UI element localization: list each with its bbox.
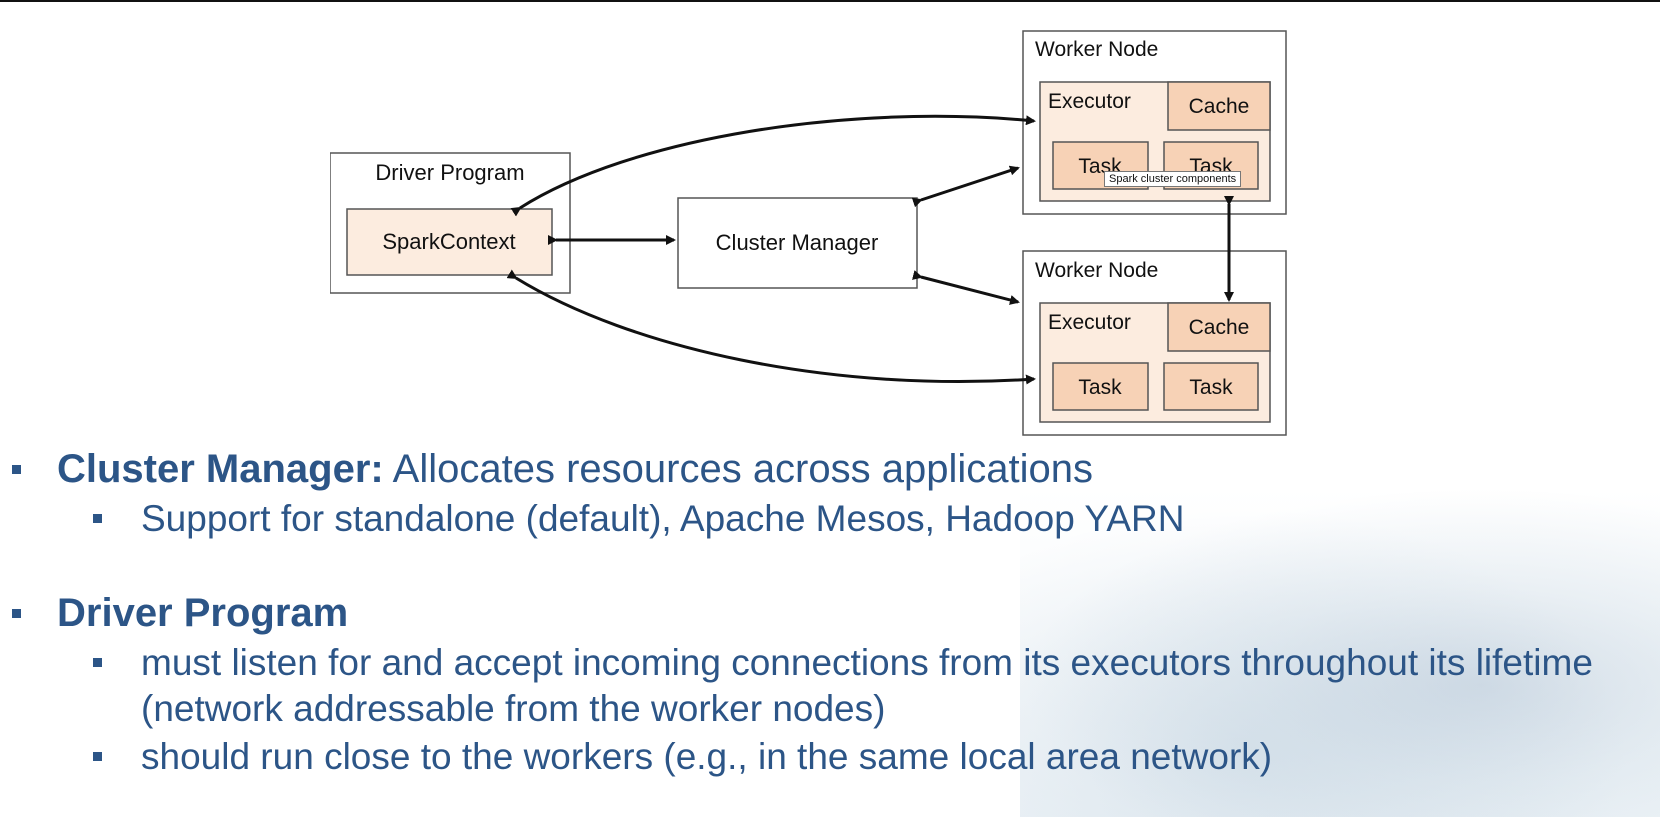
cache-1-label: Cache: [1189, 95, 1250, 118]
bullet-cluster-manager-title: Cluster Manager:: [57, 447, 384, 491]
cluster-manager-box: Cluster Manager: [677, 197, 918, 289]
cluster-manager-label: Cluster Manager: [716, 230, 879, 255]
bullet-driver-program-title: Driver Program: [57, 591, 349, 635]
cache-2-label: Cache: [1189, 316, 1250, 339]
background-photo: [1020, 487, 1660, 817]
arrow-clustermanager-worker1: [911, 165, 1020, 208]
arrow-sparkcontext-worker2: [506, 269, 1036, 385]
diagram-arrows: [506, 114, 1234, 385]
task-2a-label: Task: [1078, 376, 1122, 399]
bullet-cluster-manager-text: Cluster Manager: Allocates resources acr…: [57, 446, 1093, 492]
executor-2-label: Executor: [1048, 311, 1131, 334]
worker-node-2-title: Worker Node: [1035, 259, 1158, 282]
spark-context-box: [346, 208, 553, 276]
worker-node-1: Worker Node Executor Cache Task Task: [1022, 30, 1287, 215]
subbullet-marker: [93, 752, 102, 761]
diagram-tooltip: Spark cluster components: [1104, 171, 1242, 187]
diagram-svg: Driver Program SparkContext Cluster Mana…: [329, 30, 1287, 436]
driver-program-box: Driver Program SparkContext: [329, 152, 571, 294]
arrow-clustermanager-worker2: [912, 270, 1020, 305]
cache-2-box: [1167, 302, 1271, 352]
executor-1-label: Executor: [1048, 90, 1131, 113]
top-rule: [0, 0, 1660, 2]
bullet-marker: [12, 465, 21, 474]
task-2a-box: [1052, 362, 1149, 411]
subbullet-marker: [93, 514, 102, 523]
spark-cluster-diagram: Driver Program SparkContext Cluster Mana…: [329, 18, 1330, 468]
bullet-marker: [12, 609, 21, 618]
task-2b-label: Task: [1189, 376, 1233, 399]
spark-context-label: SparkContext: [382, 229, 515, 254]
driver-program-title: Driver Program: [375, 160, 524, 185]
subbullet-marker: [93, 658, 102, 667]
cache-1-box: [1167, 81, 1271, 131]
bullet-cluster-manager-desc: Allocates resources across applications: [383, 447, 1093, 491]
worker-node-1-title: Worker Node: [1035, 38, 1158, 61]
subbullet-driver-close-text: should run close to the workers (e.g., i…: [141, 736, 1273, 777]
subbullet-cluster-manager-support-text: Support for standalone (default), Apache…: [141, 498, 1185, 539]
arrow-sparkcontext-worker1: [510, 114, 1036, 217]
subbullet-driver-listen-text: must listen for and accept incoming conn…: [141, 642, 1593, 729]
task-2b-box: [1163, 362, 1259, 411]
worker-node-2: Worker Node Executor Cache Task Task: [1022, 250, 1287, 436]
